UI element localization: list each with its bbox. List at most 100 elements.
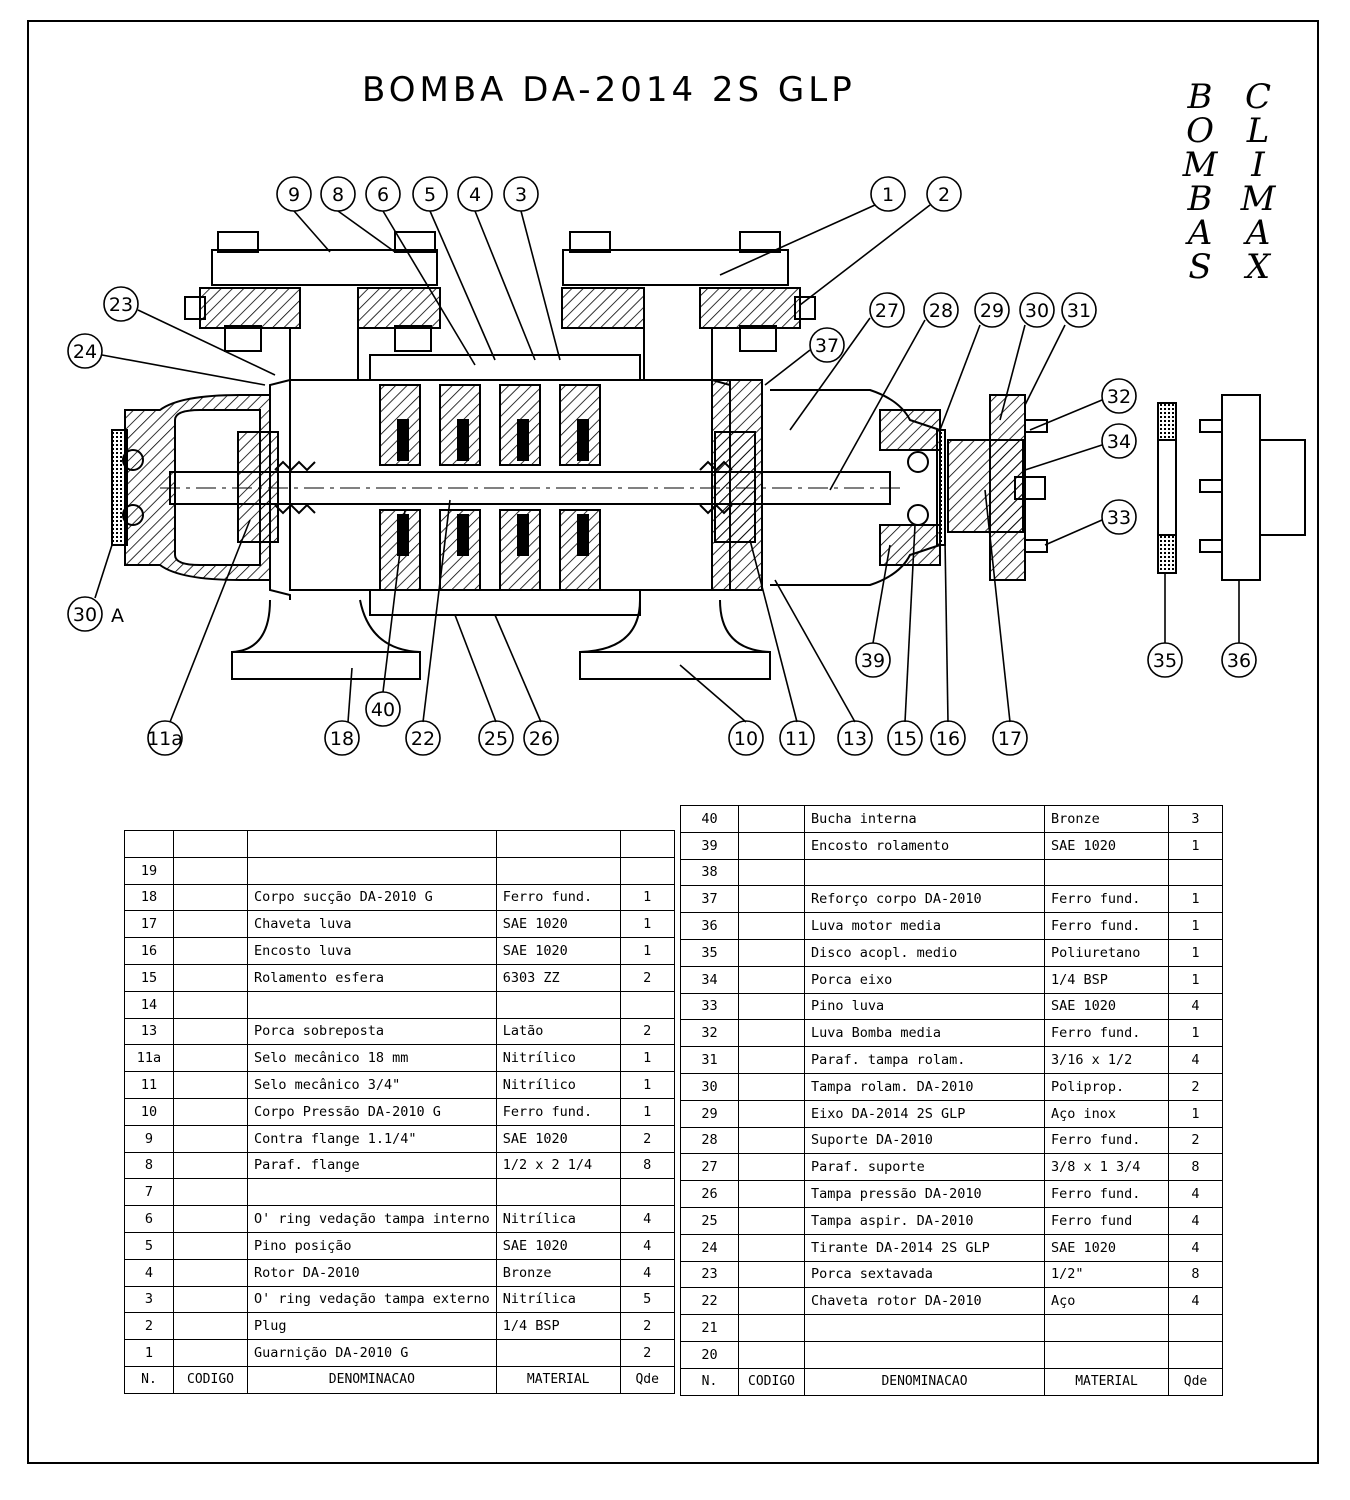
brand-letter: X xyxy=(1245,247,1271,287)
part-quantity: 1 xyxy=(1168,912,1223,940)
part-quantity: 1 xyxy=(619,1044,675,1073)
part-material: Ferro fund. xyxy=(495,1097,621,1126)
balloon: 30 xyxy=(1019,292,1055,328)
part-code xyxy=(173,1017,248,1046)
part-code xyxy=(738,938,805,967)
part-name: Contra flange 1.1/4" xyxy=(247,1124,497,1153)
part-quantity: 1 xyxy=(1168,885,1223,914)
part-quantity: 4 xyxy=(1168,1287,1223,1316)
part-material: SAE 1020 xyxy=(1044,992,1169,1021)
part-material xyxy=(1044,858,1169,887)
part-quantity: 1 xyxy=(619,910,675,939)
part-name xyxy=(804,1314,1045,1342)
balloon: 36 xyxy=(1221,642,1257,678)
balloon: 31 xyxy=(1061,292,1097,328)
part-quantity: 1 xyxy=(619,937,675,965)
part-number: 34 xyxy=(680,965,739,994)
part-material: Nitrílica xyxy=(495,1285,621,1314)
part-material: Aço xyxy=(1044,1287,1169,1316)
balloon: 27 xyxy=(869,292,905,328)
balloon: 34 xyxy=(1101,423,1137,459)
svg-text:34: 34 xyxy=(1107,431,1131,453)
parts-row: 38 xyxy=(680,858,1223,887)
svg-text:1: 1 xyxy=(882,184,894,206)
part-code xyxy=(738,858,805,887)
part-code xyxy=(738,965,805,994)
balloon: 39 xyxy=(855,642,891,678)
part-code xyxy=(738,1287,805,1316)
part-quantity: 1 xyxy=(1168,1099,1223,1128)
part-name xyxy=(247,856,497,885)
svg-text:13: 13 xyxy=(843,728,867,750)
part-code xyxy=(173,1151,248,1180)
part-material: Ferro fund. xyxy=(1044,885,1169,914)
svg-text:30: 30 xyxy=(1025,300,1049,322)
part-name: Paraf. flange xyxy=(247,1151,497,1180)
part-quantity: 1 xyxy=(1168,938,1223,967)
part-number: 5 xyxy=(124,1231,174,1260)
part-number: 2 xyxy=(124,1312,174,1341)
part-material xyxy=(495,1178,621,1207)
balloon: 17 xyxy=(992,720,1028,756)
svg-text:23: 23 xyxy=(109,294,133,316)
balloon: 28 xyxy=(923,292,959,328)
svg-text:3: 3 xyxy=(515,184,527,206)
brand-word-bombas: B O M B A S xyxy=(1180,80,1220,284)
part-quantity: 2 xyxy=(619,1312,675,1341)
part-quantity: 4 xyxy=(1168,1206,1223,1235)
part-code xyxy=(738,1019,805,1048)
part-number: 8 xyxy=(124,1151,174,1180)
brand-letter: B xyxy=(1187,77,1213,117)
part-number: 19 xyxy=(124,856,174,885)
part-material: SAE 1020 xyxy=(1044,831,1169,860)
part-name: Rotor DA-2010 xyxy=(247,1258,497,1287)
part-name: Tampa pressão DA-2010 xyxy=(804,1180,1045,1208)
header-denominacao: DENOMINACAO xyxy=(247,1365,497,1394)
svg-text:37: 37 xyxy=(815,335,839,357)
part-code xyxy=(738,1126,805,1155)
part-name: Luva Bomba media xyxy=(804,1019,1045,1048)
part-code xyxy=(738,1340,805,1369)
part-name: Disco acopl. medio xyxy=(804,938,1045,967)
header-qde: Qde xyxy=(1168,1367,1223,1396)
balloon: 6 xyxy=(365,176,401,212)
part-quantity xyxy=(619,830,675,858)
part-quantity: 1 xyxy=(619,1071,675,1099)
svg-text:2: 2 xyxy=(938,184,950,206)
svg-text:25: 25 xyxy=(484,728,508,750)
part-name xyxy=(247,830,497,858)
part-number: 26 xyxy=(680,1180,739,1208)
part-name xyxy=(247,1178,497,1207)
part-material: 1/4 BSP xyxy=(1044,965,1169,994)
part-code xyxy=(173,1312,248,1341)
part-code xyxy=(738,1072,805,1101)
svg-text:36: 36 xyxy=(1227,650,1251,672)
part-name: Plug xyxy=(247,1312,497,1341)
part-name: Corpo sucção DA-2010 G xyxy=(247,883,497,912)
part-material: Ferro fund. xyxy=(495,883,621,912)
part-quantity: 8 xyxy=(1168,1260,1223,1289)
part-material: 1/2 x 2 1/4 xyxy=(495,1151,621,1180)
part-material: Latão xyxy=(495,1017,621,1046)
part-number: 17 xyxy=(124,910,174,939)
part-number: 37 xyxy=(680,885,739,914)
part-quantity xyxy=(619,990,675,1019)
header-n: N. xyxy=(124,1365,174,1394)
part-number: 18 xyxy=(124,883,174,912)
balloon: 1 xyxy=(870,176,906,212)
svg-text:4: 4 xyxy=(469,184,481,206)
part-quantity: 4 xyxy=(619,1205,675,1233)
part-name: Tirante DA-2014 2S GLP xyxy=(804,1233,1045,1262)
part-number: 23 xyxy=(680,1260,739,1289)
part-material: Ferro fund. xyxy=(1044,1019,1169,1048)
part-name: Selo mecânico 18 mm xyxy=(247,1044,497,1073)
